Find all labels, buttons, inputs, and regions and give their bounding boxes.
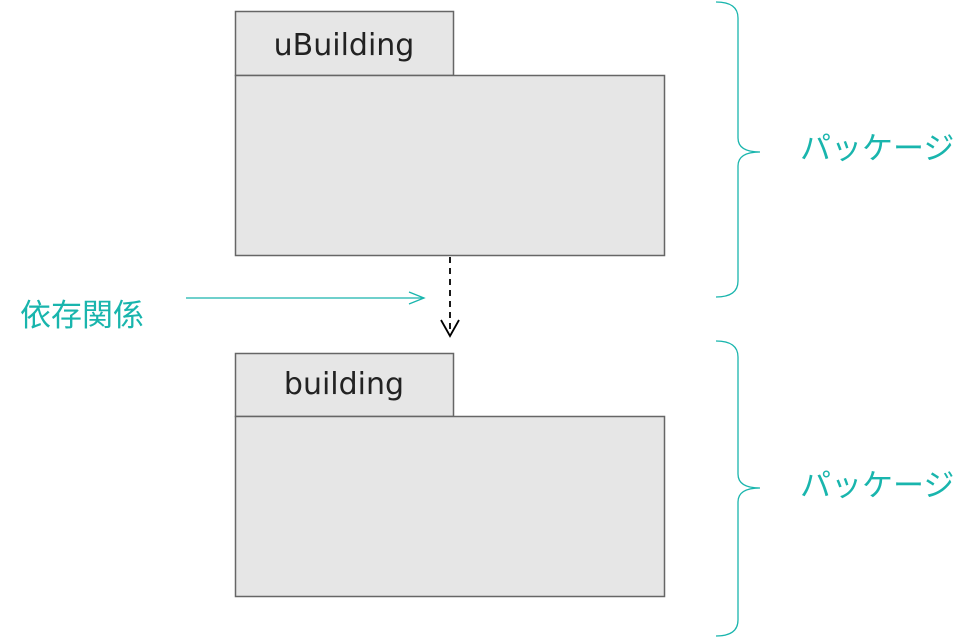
package-body: [234, 74, 666, 257]
brace-label: パッケージ: [800, 468, 954, 504]
dependency-arrowhead: [440, 319, 460, 338]
package-name: building: [284, 367, 404, 402]
brace-icon: [715, 340, 761, 637]
package-ubuilding: uBuilding: [234, 10, 666, 257]
dependency-arrow: [440, 257, 460, 338]
dependency-annotation: 依存関係: [20, 291, 426, 334]
brace-label: パッケージ: [800, 131, 954, 167]
package-building: building: [234, 352, 666, 598]
package-name: uBuilding: [274, 28, 415, 63]
package-tab: [234, 10, 455, 77]
package-brace-lower: パッケージ: [715, 340, 954, 637]
package-body: [234, 415, 666, 598]
brace-icon: [715, 1, 761, 298]
package-tab: [234, 352, 455, 418]
dependency-label: 依存関係: [20, 298, 144, 334]
package-brace-upper: パッケージ: [715, 1, 954, 298]
annotation-pointer-head: [408, 291, 426, 305]
